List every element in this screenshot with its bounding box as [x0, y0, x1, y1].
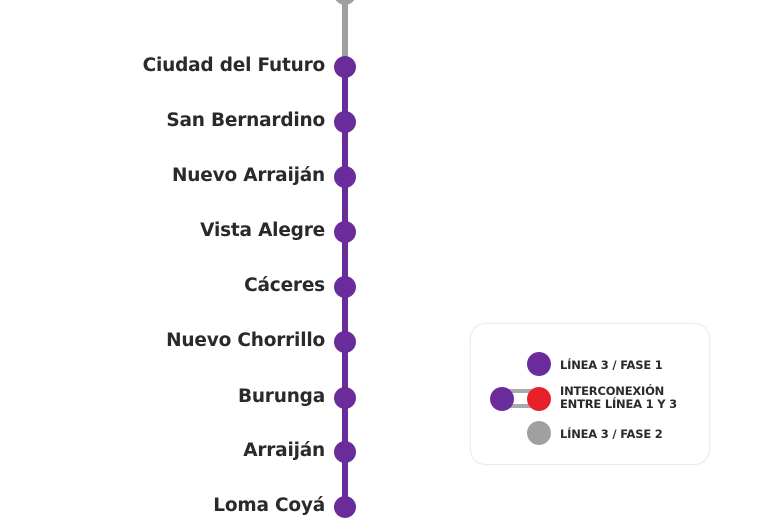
station-dot-icon [334, 56, 356, 78]
station-dot-icon [334, 166, 356, 188]
station-dot-icon [334, 111, 356, 133]
station-dot-icon [334, 331, 356, 353]
station-label: Nuevo Arraiján [172, 165, 325, 186]
station-label: Arraiján [243, 440, 325, 461]
station-dot-icon [334, 0, 356, 5]
station-dot-icon [334, 276, 356, 298]
legend: LÍNEA 3 / FASE 1 INTERCONEXIÓN ENTRE LÍN… [470, 323, 710, 465]
station-label: Nuevo Chorrillo [166, 330, 325, 351]
line1-interconnection-dot-icon [527, 387, 551, 411]
station-label: Burunga [237, 386, 325, 407]
line3-interconnection-dot-icon [490, 387, 514, 411]
station-label: Vista Alegre [200, 220, 325, 241]
station-dot-icon [334, 221, 356, 243]
station-label: Cáceres [244, 275, 325, 296]
station-label: Distrito de Chorrera [120, 0, 325, 3]
phase2-legend-dot-icon [527, 421, 551, 445]
line-segment-phase2 [342, 0, 348, 67]
station-label: Ciudad del Futuro [142, 55, 326, 76]
interconnection-bar [503, 389, 539, 393]
legend-interconnection-line2: ENTRE LÍNEA 1 Y 3 [560, 397, 677, 411]
station-dot-icon [334, 387, 356, 409]
legend-phase2-label: LÍNEA 3 / FASE 2 [560, 427, 663, 441]
station-dot-icon [334, 441, 356, 463]
legend-interconnection-line1: INTERCONEXIÓN [560, 384, 665, 398]
station-label: Loma Coyá [213, 495, 325, 516]
station-label: San Bernardino [166, 110, 325, 131]
legend-interconnection-label: INTERCONEXIÓN ENTRE LÍNEA 1 Y 3 [560, 385, 677, 411]
station-dot-icon [334, 496, 356, 518]
interconnection-bar [503, 404, 539, 408]
phase1-legend-dot-icon [527, 352, 551, 376]
legend-phase1-label: LÍNEA 3 / FASE 1 [560, 358, 663, 372]
